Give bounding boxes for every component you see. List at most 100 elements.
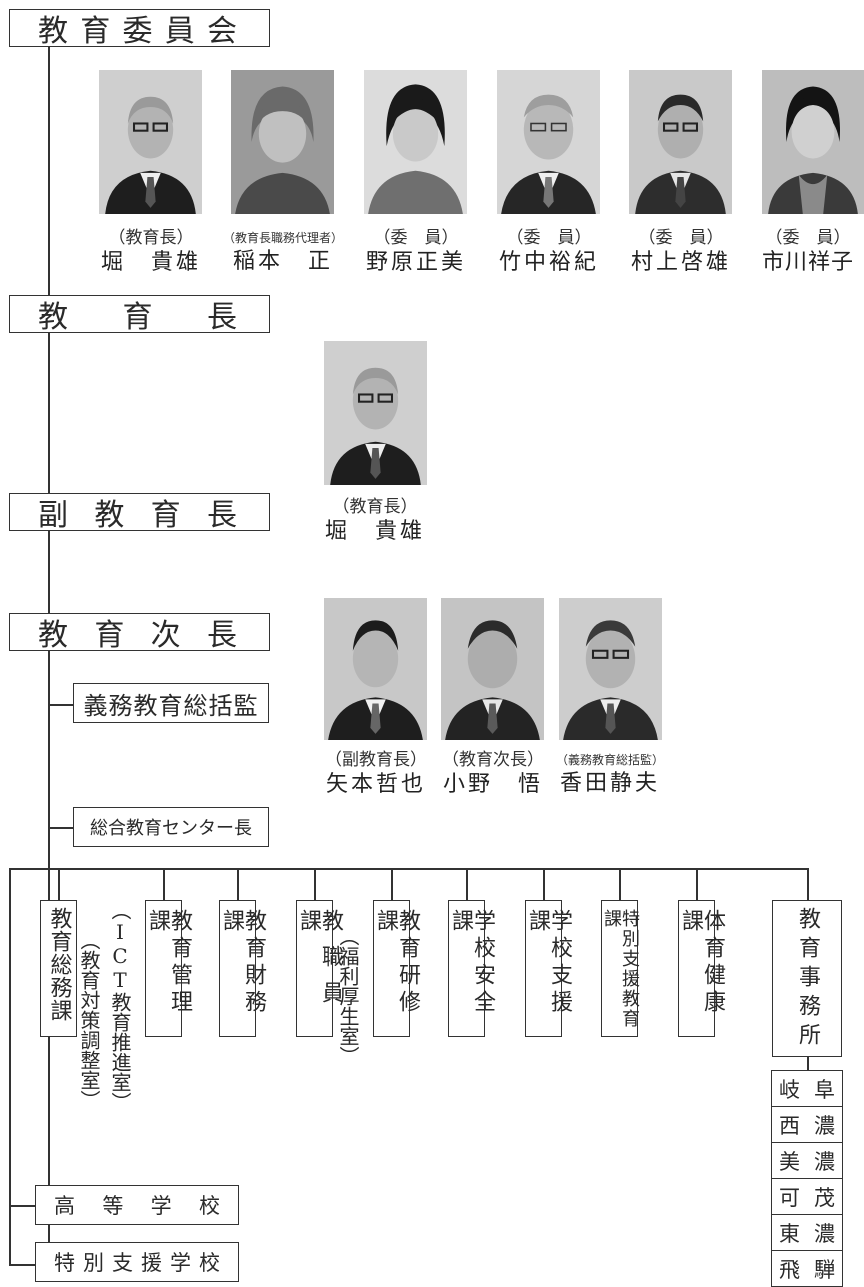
school-char: 別 <box>83 1251 104 1275</box>
member-name: 堀 貴雄 <box>100 250 201 276</box>
school-branch-high <box>9 1205 35 1207</box>
dept-finance: 教育財務課 <box>219 900 266 1037</box>
compulsory-supervisor-box: 義務教育総括監 <box>73 683 269 723</box>
office-kamo: 可茂 <box>771 1178 843 1215</box>
dept-label: 教育研修課 <box>373 909 420 1017</box>
header-char: 育 <box>122 300 153 335</box>
dept-school-safety: 学校安全課 <box>448 900 495 1037</box>
office-tono: 東濃 <box>771 1214 843 1251</box>
special-support-school-box: 特 別 支 援 学 校 <box>35 1242 239 1282</box>
board-member-caption: （委 員） 竹中裕紀 <box>488 228 610 277</box>
dept-label: 体育健康課 <box>678 909 725 1017</box>
office-char: 騨 <box>814 1257 835 1282</box>
portrait-photo <box>231 70 334 214</box>
member-name: 香田静夫 <box>559 771 660 796</box>
member-name: 野原正美 <box>365 250 466 276</box>
member-name: 竹中裕紀 <box>498 250 599 276</box>
member-name: 堀 貴雄 <box>324 519 425 545</box>
high-school-box: 高 等 学 校 <box>35 1185 239 1225</box>
header-char: 育 <box>150 498 181 533</box>
member-name: 矢本哲也 <box>325 772 426 798</box>
header-char: 育 <box>94 618 125 653</box>
member-role: （教育長） <box>108 228 194 248</box>
portrait-photo <box>99 70 202 214</box>
dept-label: 学校支援課 <box>525 909 572 1017</box>
office-char: 可 <box>779 1185 800 1210</box>
sub-branch-center <box>48 827 73 829</box>
header-char: 育 <box>80 14 111 49</box>
header-char: 教 <box>94 498 125 533</box>
member-role: （義務教育総括監） <box>555 753 664 767</box>
dept-drop-line <box>314 868 316 901</box>
office-seino: 西濃 <box>771 1106 843 1143</box>
dept-drop-line <box>237 868 239 901</box>
board-header: 教 育 委 員 会 <box>9 9 270 49</box>
header-char: 教 <box>38 618 68 653</box>
school-trunk-line <box>9 868 11 1264</box>
vice-caption: （教育次長） 小野 悟 <box>433 750 553 799</box>
vice-caption: （副教育長） 矢本哲也 <box>316 750 436 799</box>
superintendent-header: 教 育 長 <box>9 295 270 335</box>
school-char: 学 <box>150 1194 172 1218</box>
office-connector <box>807 1057 809 1070</box>
office-char: 阜 <box>814 1077 835 1102</box>
deputy-header: 副 教 育 長 <box>9 493 270 533</box>
header-char: 教 <box>38 300 68 335</box>
school-char: 特 <box>54 1251 75 1275</box>
office-char: 飛 <box>779 1257 800 1282</box>
portrait-photo <box>324 598 427 740</box>
note-ict-office: （ICT教育推進室） <box>108 900 132 1112</box>
vice-header: 教 育 次 長 <box>9 613 270 653</box>
sub-branch-compulsory <box>48 704 73 706</box>
vice-caption: （義務教育総括監） 香田静夫 <box>550 750 670 798</box>
dept-label: 教育総務課 <box>46 907 72 1022</box>
dept-management: 教育管理課 <box>145 900 192 1037</box>
header-char: 長 <box>207 300 237 335</box>
header-char: 長 <box>206 498 237 533</box>
dept-drop-line <box>391 868 393 901</box>
member-role: （副教育長） <box>325 750 427 770</box>
office-char: 濃 <box>814 1221 835 1246</box>
member-name: 稲本 正 <box>232 249 333 274</box>
board-member-caption: （委 員） 野原正美 <box>355 228 477 277</box>
header-char: 委 <box>122 14 153 49</box>
header-char: 会 <box>207 14 237 49</box>
dept-label: 教育管理課 <box>145 909 192 1017</box>
member-role: （委 員） <box>506 228 592 248</box>
board-member-caption: （委 員） 市川祥子 <box>752 228 864 277</box>
member-name: 市川祥子 <box>761 250 854 276</box>
dept-drop-line <box>619 868 621 901</box>
dept-drop-line <box>696 868 698 901</box>
portrait-photo <box>559 598 662 740</box>
dept-label: 教育事務所 <box>795 907 820 1052</box>
board-member-caption: （教育長） 堀 貴雄 <box>90 228 212 277</box>
school-char: 学 <box>170 1251 191 1275</box>
dept-drop-line <box>807 868 809 901</box>
portrait-photo <box>762 70 864 214</box>
member-name: 小野 悟 <box>442 772 543 798</box>
office-char: 西 <box>779 1113 800 1138</box>
education-center-box: 総合教育センター長 <box>73 807 269 847</box>
dept-label: 教職員課 <box>296 909 343 1017</box>
member-role: （委 員） <box>765 228 851 248</box>
dept-physical-health: 体育健康課 <box>678 900 725 1037</box>
dept-label: 学校安全課 <box>448 909 495 1017</box>
dept-special-support: 特別支援教育課 <box>601 900 640 1037</box>
office-char: 美 <box>779 1149 800 1174</box>
member-role: （委 員） <box>373 228 459 248</box>
dept-drop-line <box>543 868 545 901</box>
portrait-photo <box>324 341 427 485</box>
member-name: 村上啓雄 <box>630 250 731 276</box>
office-gifu: 岐阜 <box>771 1070 843 1107</box>
header-char: 次 <box>150 618 181 653</box>
portrait-photo <box>629 70 732 214</box>
school-char: 等 <box>102 1194 124 1218</box>
dept-drop-line <box>58 868 60 901</box>
dept-training: 教育研修課 <box>373 900 420 1037</box>
note-policy-office: （教育対策調整室） <box>77 930 101 1110</box>
office-mino: 美濃 <box>771 1142 843 1179</box>
school-char: 校 <box>198 1194 220 1218</box>
school-char: 支 <box>112 1251 133 1275</box>
header-char: 副 <box>38 498 68 533</box>
board-member-caption: （委 員） 村上啓雄 <box>620 228 742 277</box>
